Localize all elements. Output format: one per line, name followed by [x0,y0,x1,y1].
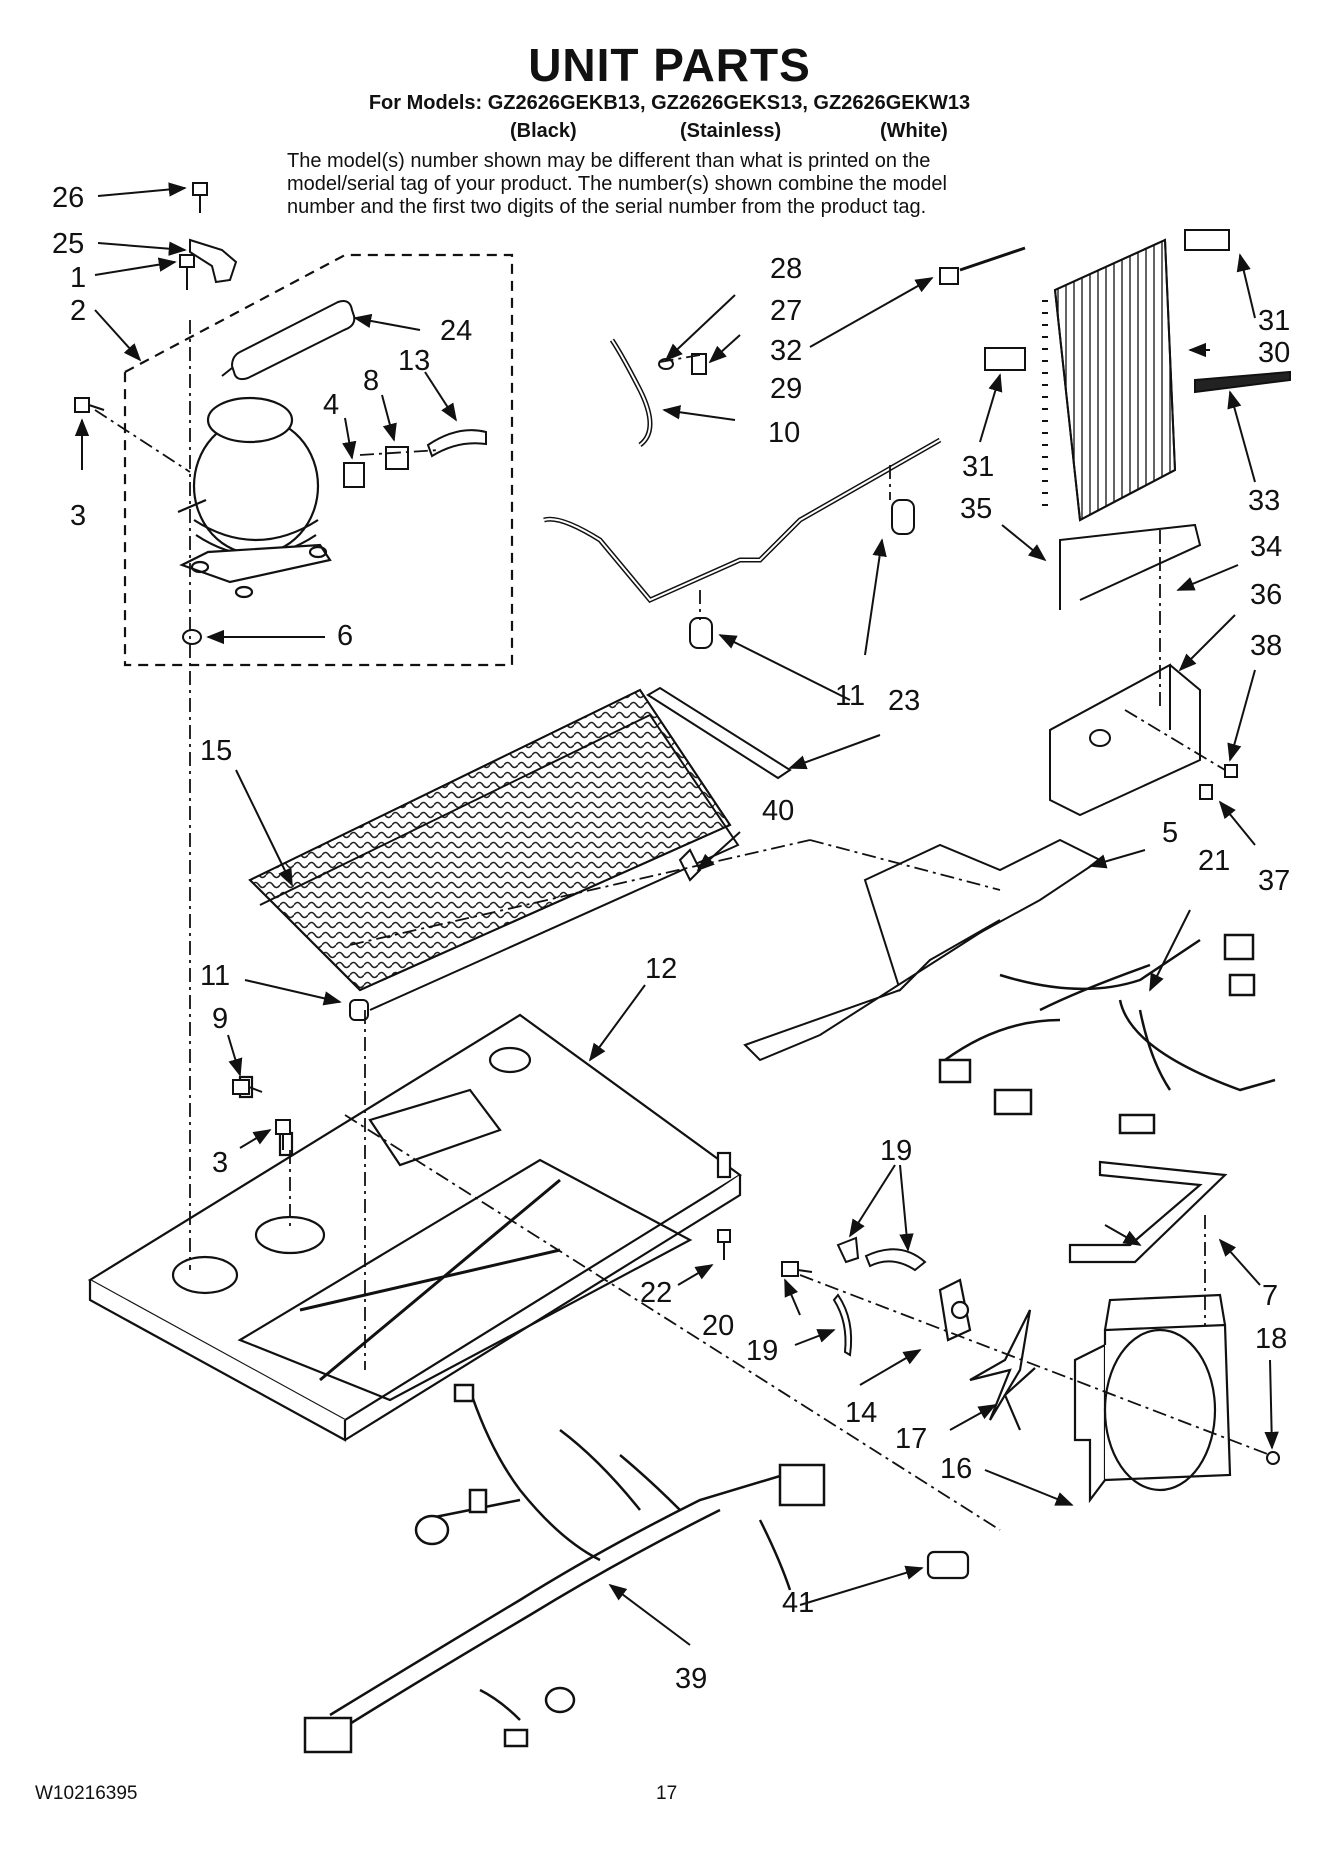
callout-39: 39 [675,1663,707,1695]
callout-29: 29 [770,373,802,405]
callout-9: 9 [212,1003,228,1035]
callout-numbers: 1 2 3 3 4 5 6 7 8 9 10 11 11 12 13 14 15… [52,182,1290,1695]
callout-14: 14 [845,1397,877,1429]
note-line: model/serial tag of your product. The nu… [287,173,947,195]
drain-pan [743,838,1102,1062]
overload-relay [343,429,487,488]
callout-16: 16 [940,1453,972,1485]
callout-15: 15 [200,735,232,767]
page-title: UNIT PARTS [528,39,811,91]
callout-21: 21 [1198,845,1230,877]
small-fittings [349,353,915,1021]
misc-hardware [232,848,1280,1465]
harness-39 [303,1383,826,1754]
callout-38: 38 [1250,630,1282,662]
color-label-stainless: (Stainless) [680,120,782,142]
callout-12: 12 [645,953,677,985]
callout-35: 35 [960,493,992,525]
callout-20: 20 [702,1310,734,1342]
callout-19a: 19 [880,1135,912,1167]
callout-5: 5 [1162,817,1178,849]
model-note: The model(s) number shown may be differe… [287,150,1087,219]
callout-27: 27 [770,295,802,327]
condenser-coil [248,688,740,1011]
callout-23: 23 [888,685,920,717]
callout-11a: 11 [835,680,865,712]
harness-21 [938,933,1276,1135]
drier [221,300,356,381]
callout-25: 25 [52,228,84,260]
callout-11b: 11 [200,960,230,992]
callout-7: 7 [1262,1280,1278,1312]
callout-32: 32 [770,335,802,367]
callout-4: 4 [323,389,339,421]
note-line: number and the first two digits of the s… [287,196,927,218]
leader-lines [74,182,1279,1646]
callout-28: 28 [770,253,802,285]
callout-19b: 19 [746,1335,778,1367]
connection-lines [94,320,1271,1531]
frame-7 [1068,1160,1228,1264]
heater-cover [1049,663,1238,817]
callout-37: 37 [1258,865,1290,897]
callout-36: 36 [1250,579,1282,611]
color-label-black: (Black) [510,120,577,142]
top-hardware [74,182,238,413]
callout-2: 2 [70,295,86,327]
callout-3b: 3 [212,1147,228,1179]
callout-18: 18 [1255,1323,1287,1355]
color-label-white: (White) [880,120,948,142]
bar-23 [646,686,792,780]
evaporator [939,229,1291,610]
callout-40: 40 [762,795,794,827]
note-line: The model(s) number shown may be differe… [287,150,931,172]
grommet-6 [182,629,202,645]
base-pan [87,1013,742,1442]
compressor [177,396,332,599]
callout-26: 26 [52,182,84,214]
fan-assembly [926,1278,1232,1580]
callout-33: 33 [1248,485,1280,517]
callout-34: 34 [1250,531,1282,563]
tubing-inner [543,339,941,602]
callout-31b: 31 [962,451,994,483]
callout-41: 41 [782,1587,814,1619]
models-line: For Models: GZ2626GEKB13, GZ2626GEKS13, … [368,92,971,114]
page-number: 17 [656,1783,678,1804]
callout-3: 3 [70,500,86,532]
callout-31a: 31 [1258,305,1290,337]
callout-6: 6 [337,620,353,652]
compressor-group [123,253,514,667]
callout-13: 13 [398,345,430,377]
callout-24: 24 [440,315,472,347]
compressor-dashed-box [123,253,514,667]
callout-8: 8 [363,365,379,397]
callout-30: 30 [1258,337,1290,369]
doc-number: W10216395 [35,1783,138,1804]
callout-1: 1 [70,262,86,294]
callout-17: 17 [895,1423,927,1455]
callout-22: 22 [640,1277,672,1309]
callout-10: 10 [768,417,800,449]
